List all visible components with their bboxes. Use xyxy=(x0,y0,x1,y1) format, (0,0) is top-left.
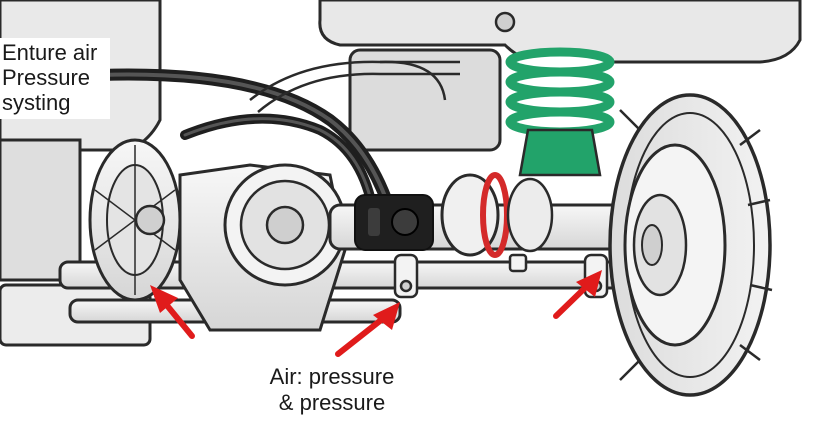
coil-spring xyxy=(505,47,615,177)
system-label: Enture air Pressure systing xyxy=(0,38,110,119)
differential-housing xyxy=(178,163,347,332)
red-arrow-center xyxy=(335,302,400,357)
pressure-caption-line-1: Air: pressure xyxy=(269,364,395,389)
wheel xyxy=(608,93,773,397)
air-hoses xyxy=(94,68,396,216)
system-label-line-1: Enture air xyxy=(2,40,98,65)
pressure-caption: Air: pressure & pressure xyxy=(252,364,412,416)
system-label-line-3: systing xyxy=(2,90,71,115)
red-arrow-left xyxy=(150,285,195,339)
left-brake-disc xyxy=(88,138,182,302)
system-label-line-2: Pressure xyxy=(2,65,91,90)
air-pipes xyxy=(249,60,460,113)
pressure-caption-line-2: & pressure xyxy=(278,390,386,415)
air-valve xyxy=(354,194,434,251)
red-arrow-right xyxy=(553,270,602,319)
